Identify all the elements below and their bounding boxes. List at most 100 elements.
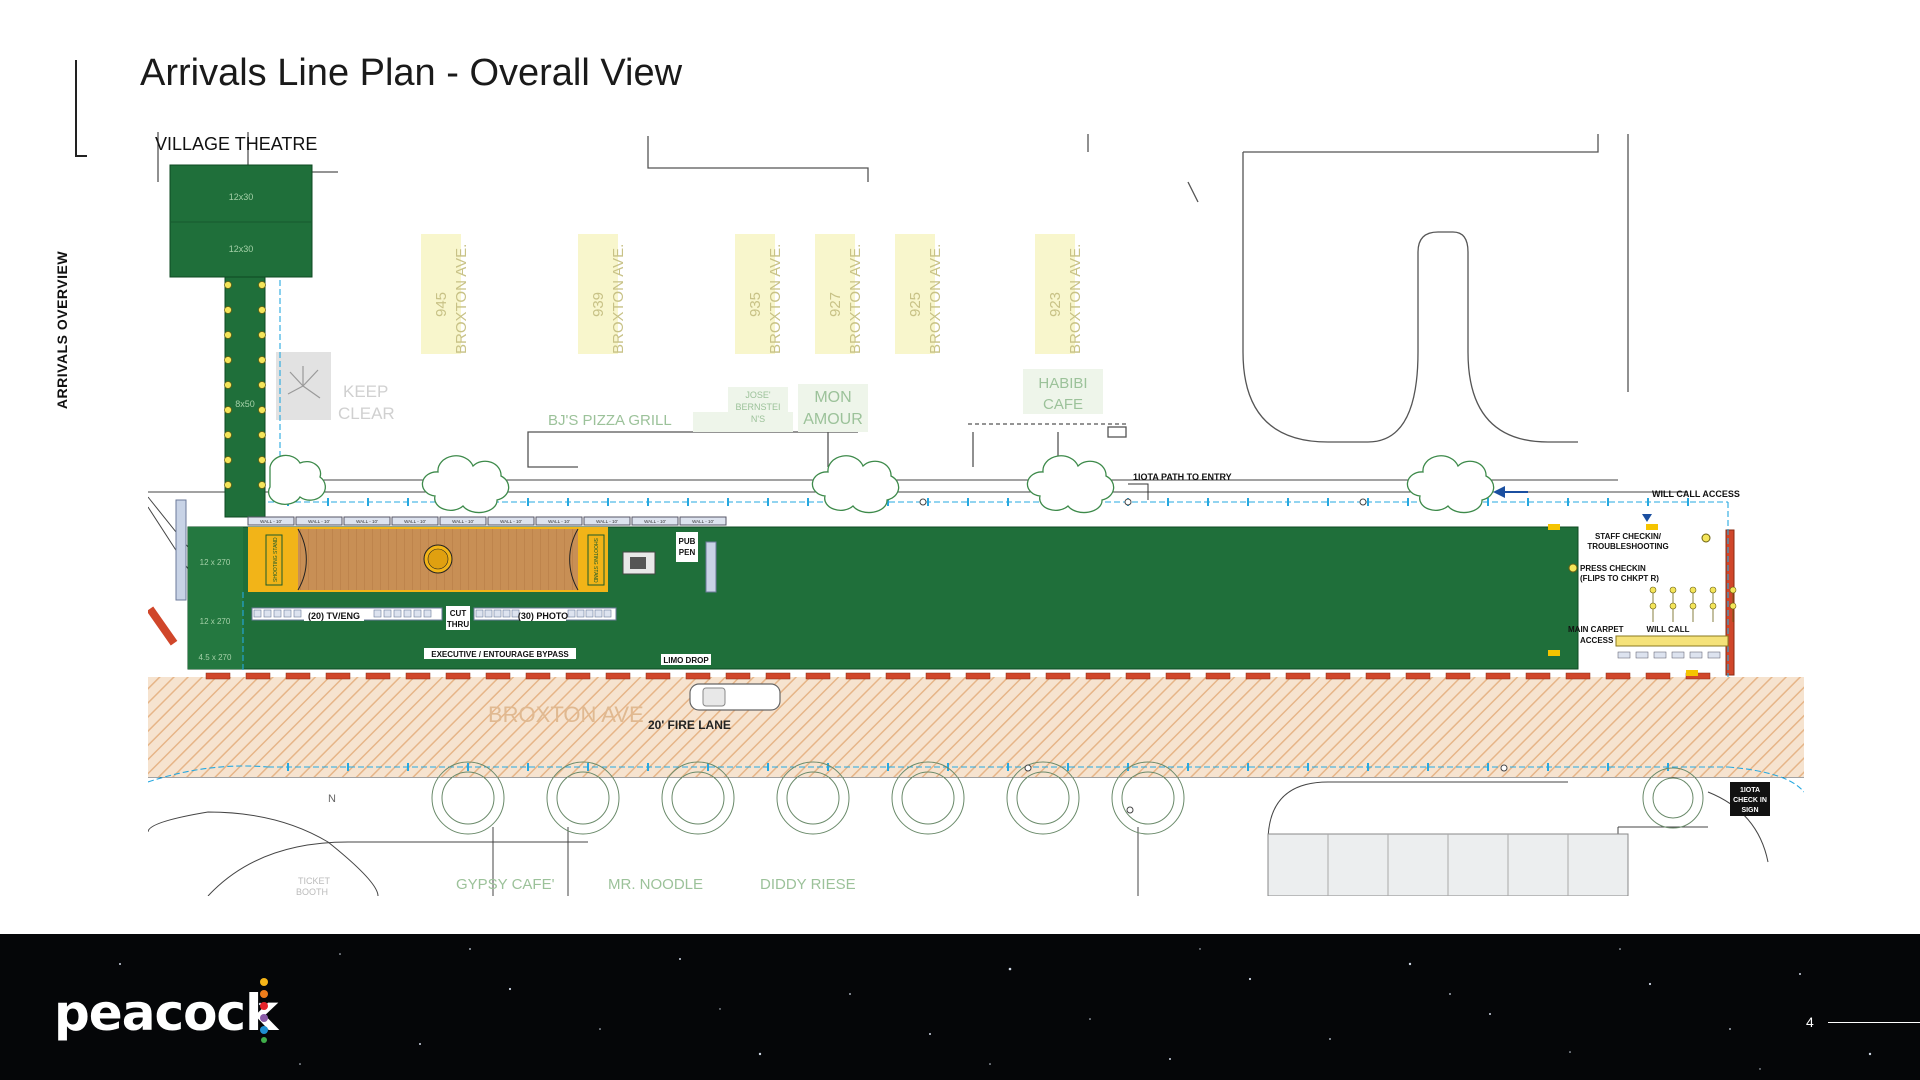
will-call-arrow-icon: [1493, 486, 1505, 498]
iota-sign-label-3: SIGN: [1741, 807, 1758, 814]
brand-wordmark: peacock: [54, 984, 278, 1042]
camera-unit: [630, 557, 646, 569]
svg-text:WALL - 10': WALL - 10': [596, 519, 618, 524]
ticket-booth-label-2: BOOTH: [296, 887, 328, 896]
footer-band: [0, 934, 1920, 1080]
street-925: BROXTON AVE.: [927, 244, 944, 354]
mr-noodle-label: MR. NOODLE: [608, 876, 703, 893]
fire-lane-label: 20' FIRE LANE: [648, 718, 731, 732]
iota-sign-label-2: CHECK IN: [1733, 797, 1767, 804]
shooting-stand-label-east: SHOOTING STAND: [592, 538, 598, 583]
building-outlines: [157, 132, 1629, 468]
exec-bypass-box: [424, 648, 576, 659]
svg-text:WALL - 10': WALL - 10': [500, 519, 522, 524]
village-theatre-label: VILLAGE THEATRE: [155, 134, 317, 154]
will-call-access-label: WILL CALL ACCESS: [1652, 489, 1740, 499]
pub-pen-label-2: PEN: [679, 548, 696, 557]
pub-pen-label-1: PUB: [679, 537, 696, 546]
section-rule: [75, 60, 77, 155]
cut-thru-label-2: THRU: [447, 620, 469, 629]
storefront-tags: [693, 369, 1103, 432]
stanchion-lines: [148, 280, 1804, 793]
will-call-label: WILL CALL: [1647, 625, 1690, 634]
tent-12x30-label-a: 12x30: [229, 192, 254, 202]
page-number: 4: [1806, 1014, 1814, 1030]
photo-positions: [475, 609, 612, 618]
east-wall-panel: [705, 541, 717, 593]
tent-12x30-top: [169, 164, 313, 278]
west-wall-panel: [175, 499, 187, 601]
north-marker: N: [328, 793, 336, 805]
ticket-booth-label-1: TICKET: [298, 876, 331, 886]
staff-checkin-label-1: STAFF CHECKIN/: [1595, 532, 1662, 541]
shooting-stand-east: [587, 534, 605, 586]
iota-checkin-sign: [1730, 782, 1770, 816]
address-935: 935: [747, 292, 764, 317]
stanchion-posts-column: [224, 281, 266, 489]
diagonal-barricades: [148, 606, 178, 646]
gypsy-cafe-label: GYPSY CAFE': [456, 876, 555, 893]
keep-clear-1: KEEP: [343, 382, 388, 401]
east-barricade-column: [1725, 529, 1735, 676]
storefront-labels: KEEP CLEAR BJ'S PIZZA GRILL JOSE' BERNST…: [296, 375, 1088, 896]
jose-label-3: N'S: [751, 414, 765, 424]
broxton-street-label: BROXTON AVE: [488, 702, 644, 727]
page-number-rule: [1828, 1022, 1920, 1023]
broxton-street-hatch: [148, 677, 1804, 777]
svg-text:WALL - 10': WALL - 10': [548, 519, 570, 524]
tv-eng-label-box: [304, 610, 364, 621]
habibi-label-1: HABIBI: [1038, 375, 1087, 392]
exec-bypass-label: EXECUTIVE / ENTOURAGE BYPASS: [431, 650, 569, 659]
path-to-entry-line: [1128, 483, 1149, 500]
limo-drop-label: LIMO DROP: [663, 656, 709, 665]
street-923: BROXTON AVE.: [1067, 244, 1084, 354]
tent-west-block: [188, 527, 243, 669]
peacock-dots-icon: [260, 978, 268, 1043]
address-939: 939: [590, 292, 607, 317]
will-call-stations: [1617, 651, 1721, 659]
exit-tags: [1548, 524, 1698, 676]
peacock-logo: peacock: [54, 984, 278, 1042]
svg-text:WALL - 10': WALL - 10': [260, 519, 282, 524]
cut-thru-box: [446, 606, 470, 630]
tv-eng-positions: [253, 609, 432, 618]
mon-amour-label-1: MON: [814, 389, 851, 406]
tent-8x50-label: 8x50: [235, 399, 255, 409]
limo-drop-box: [661, 654, 711, 665]
shooting-stand-west: [265, 534, 283, 586]
arrivals-site-plan: BROXTON AVE 20' FIRE LANE 945 BROXTON AV…: [148, 132, 1804, 896]
address-927: 927: [827, 292, 844, 317]
tv-eng-label: (20) TV/ENG: [308, 611, 360, 621]
press-checkin-label-2: (FLIPS TO CHKPT R): [1580, 574, 1659, 583]
iota-sign-label-1: 1IOTA: [1740, 787, 1760, 794]
south-trees: [431, 761, 1704, 835]
main-carpet-label-1: MAIN CARPET: [1568, 625, 1624, 634]
keep-clear-2: CLEAR: [338, 404, 395, 423]
wall-panel-labels: WALL - 10' WALL - 10' WALL - 10' WALL - …: [260, 519, 714, 524]
mon-amour-label-2: AMOUR: [803, 411, 863, 428]
street-lamps: [919, 498, 1508, 814]
tent-12x270-label-b: 12 x 270: [200, 617, 231, 626]
shooting-stand-label-west: SHOOTING STAND: [273, 537, 279, 582]
will-call-counter: [1615, 635, 1729, 647]
street-939: BROXTON AVE.: [610, 244, 627, 354]
svg-text:WALL - 10': WALL - 10': [692, 519, 714, 524]
pub-pen-box: [676, 532, 698, 562]
staff-arrow-icon: [1642, 514, 1652, 522]
wall-panels-row: [247, 516, 727, 526]
svg-text:WALL - 10': WALL - 10': [404, 519, 426, 524]
jose-label-2: BERNSTEI: [735, 402, 780, 412]
svg-text:WALL - 10': WALL - 10': [644, 519, 666, 524]
tent-45x270-label: 4.5 x 270: [199, 653, 232, 662]
tent-12x270-label-a: 12 x 270: [200, 558, 231, 567]
palm-icon: [287, 366, 321, 399]
path-to-entry-label: 1IOTA PATH TO ENTRY: [1133, 472, 1232, 482]
street-945: BROXTON AVE.: [453, 244, 470, 354]
court-center-logo: [427, 548, 449, 570]
slide-title: Arrivals Line Plan - Overall View: [140, 52, 683, 94]
press-checkin-label-1: PRESS CHECKIN: [1580, 564, 1646, 573]
cut-thru-label-1: CUT: [450, 609, 467, 618]
bjs-pizza-label: BJ'S PIZZA GRILL: [548, 412, 672, 429]
svg-text:WALL - 10': WALL - 10': [452, 519, 474, 524]
section-label: ARRIVALS OVERVIEW: [54, 250, 70, 410]
